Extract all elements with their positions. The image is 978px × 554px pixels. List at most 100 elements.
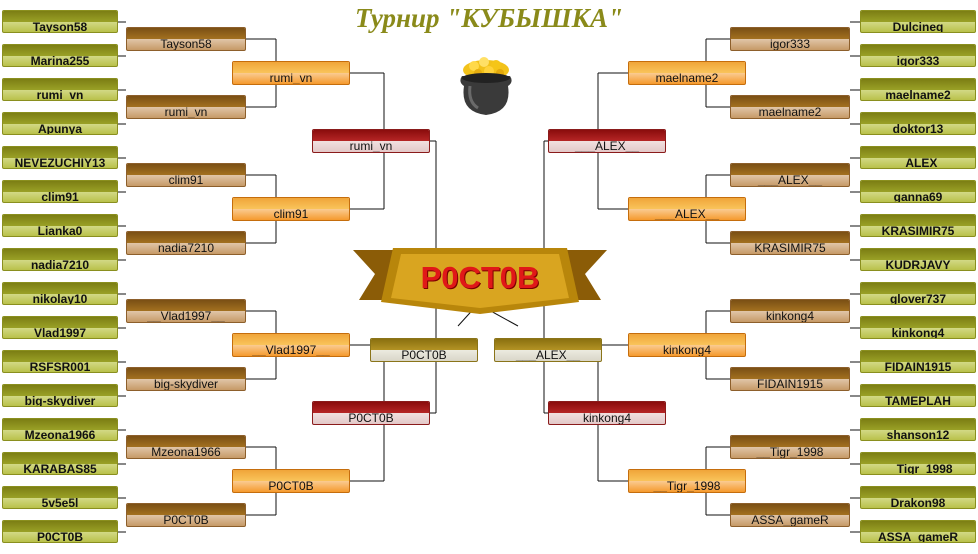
player-card-right-round1: shanson12 [860, 418, 976, 441]
player-name: __Tigr_1998 [756, 445, 824, 459]
player-card-left-round1: nadia7210 [2, 248, 118, 271]
player-card-right-round2: ___ALEX__ [730, 163, 850, 187]
player-name: clim91 [168, 173, 204, 187]
player-card-left-round1: RSFSR001 [2, 350, 118, 373]
player-name: __Vlad1997__ [20, 325, 100, 339]
player-name: doktor13 [892, 121, 944, 135]
player-card-left-round1: P0CT0B [2, 520, 118, 543]
player-card-right-round2: maelname2 [730, 95, 850, 119]
player-name: igor333 [896, 53, 940, 67]
player-name: kinkong4 [765, 309, 815, 323]
player-name: Apunya [37, 121, 82, 135]
player-card-right-round1: Drakon98 [860, 486, 976, 509]
player-name: rumi_vn [269, 71, 313, 85]
player-name: clim91 [41, 189, 79, 203]
player-name: __Tigr_1998 [883, 461, 953, 475]
player-card-right-round3: __Tigr_1998 [628, 469, 746, 493]
player-card-right-round1: TAMEPLAH [860, 384, 976, 407]
player-name: P0CT0B [401, 348, 447, 362]
player-name: maelname2 [758, 105, 822, 119]
player-name: Marina255 [30, 53, 90, 67]
player-card-right-round4: ___ALEX__ [548, 129, 666, 153]
player-card-right-round2: FIDAIN1915 [730, 367, 850, 391]
player-name: Drakon98 [890, 495, 946, 509]
player-name: __Vlad1997__ [252, 343, 330, 357]
player-name: kinkong4 [662, 343, 712, 357]
player-name: __Vlad1997__ [147, 309, 225, 323]
player-name: ___ALEX__ [654, 207, 720, 221]
player-card-right-round1: ASSA_gameR [860, 520, 976, 543]
player-name: ASSA_gameR [877, 529, 959, 543]
player-card-left-round1: Marina255 [2, 44, 118, 67]
player-card-left-round1: Mzeona1966 [2, 418, 118, 441]
player-card-left-round1: __Vlad1997__ [2, 316, 118, 339]
pot-of-gold-icon [460, 57, 512, 115]
player-card-right-round1: glover737 [860, 282, 976, 305]
player-card-left-round2: clim91 [126, 163, 246, 187]
player-card-right-round2: ASSA_gameR [730, 503, 850, 527]
player-card-right-round1: KRASIMIR75 [860, 214, 976, 237]
player-card-left-final: P0CT0B [370, 338, 478, 362]
player-card-left-round3: clim91 [232, 197, 350, 221]
player-name: kinkong4 [891, 325, 945, 339]
player-card-left-round4: rumi_vn [312, 129, 430, 153]
player-card-right-round2: igor333 [730, 27, 850, 51]
player-name: NEVEZUCHIY13 [14, 155, 106, 169]
player-name: TAMEPLAH [885, 393, 951, 407]
player-card-left-round1: nikolay10 [2, 282, 118, 305]
player-name: ___ALEX__ [885, 155, 951, 169]
player-name: Mzeona1966 [24, 427, 96, 441]
player-card-right-round1: FIDAIN1915 [860, 350, 976, 373]
player-card-right-round3: ___ALEX__ [628, 197, 746, 221]
player-name: nadia7210 [157, 241, 215, 255]
champion-name: P0CT0B [420, 260, 540, 295]
player-name: rumi_vn [164, 105, 208, 119]
player-name: P0CT0B [36, 529, 83, 543]
player-name: KARABAS85 [23, 461, 97, 475]
player-name: P0CT0B [348, 411, 394, 425]
player-card-right-round1: doktor13 [860, 112, 976, 135]
player-card-left-round2: big-skydiver [126, 367, 246, 391]
player-name: P0CT0B [163, 513, 209, 527]
player-card-left-round1: clim91 [2, 180, 118, 203]
player-name: rumi_vn [349, 139, 393, 153]
player-name: ___ALEX__ [574, 139, 640, 153]
player-card-left-round3: P0CT0B [232, 469, 350, 493]
player-card-left-round1: NEVEZUCHIY13 [2, 146, 118, 169]
player-name: clim91 [273, 207, 309, 221]
player-card-left-round1: rumi_vn [2, 78, 118, 101]
player-name: ASSA_gameR [751, 513, 829, 527]
player-name: Tayson58 [160, 37, 212, 51]
player-card-left-round2: Tayson58 [126, 27, 246, 51]
player-card-left-round2: __Vlad1997__ [126, 299, 246, 323]
player-name: shanson12 [886, 427, 950, 441]
player-name: igor333 [769, 37, 811, 51]
player-name: KUDRJAVY [885, 257, 951, 271]
ribbon-banner-icon [353, 248, 607, 314]
player-name: ___ALEX__ [515, 348, 581, 362]
player-card-left-round1: KARABAS85 [2, 452, 118, 475]
player-card-left-round1: Lianka0 [2, 214, 118, 237]
player-name: Dulcineq [892, 19, 944, 33]
player-name: __Tigr_1998 [653, 479, 721, 493]
player-card-right-round1: __Tigr_1998 [860, 452, 976, 475]
player-name: glover737 [889, 291, 947, 305]
player-card-right-round1: ___ALEX__ [860, 146, 976, 169]
player-card-left-round2: Mzeona1966 [126, 435, 246, 459]
player-card-left-round2: rumi_vn [126, 95, 246, 119]
player-card-left-round2: nadia7210 [126, 231, 246, 255]
player-name: KRASIMIR75 [754, 241, 826, 255]
player-card-right-round1: Dulcineq [860, 10, 976, 33]
player-name: FIDAIN1915 [756, 377, 824, 391]
player-card-left-round4: P0CT0B [312, 401, 430, 425]
player-card-left-round1: Tayson58 [2, 10, 118, 33]
player-name: RSFSR001 [29, 359, 91, 373]
player-card-right-final: ___ALEX__ [494, 338, 602, 362]
player-name: P0CT0B [268, 479, 314, 493]
player-card-right-round3: kinkong4 [628, 333, 746, 357]
player-name: big-skydiver [24, 393, 96, 407]
player-name: Tayson58 [32, 19, 88, 33]
player-card-right-round4: kinkong4 [548, 401, 666, 425]
player-name: Lianka0 [37, 223, 83, 237]
player-name: FIDAIN1915 [884, 359, 952, 373]
